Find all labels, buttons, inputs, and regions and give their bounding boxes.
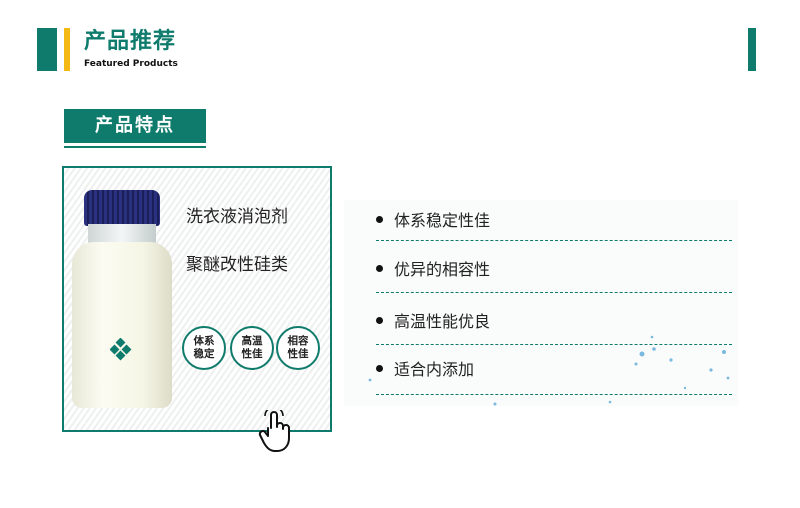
page-title: 产品推荐 — [84, 29, 177, 54]
badge-line: 体系 — [193, 335, 215, 347]
badge-line: 相容 — [287, 335, 309, 347]
feature-divider — [376, 394, 732, 395]
badge-stability: 体系稳定 — [182, 326, 226, 370]
feature-divider — [376, 344, 732, 345]
feature-item: 优异的相容性 — [376, 260, 490, 280]
feature-label: 优异的相容性 — [394, 260, 491, 279]
diamond-logo — [110, 338, 132, 361]
badge-line: 稳定 — [193, 348, 215, 360]
header-accent-bar-yellow — [64, 28, 70, 71]
hand-pointer-icon[interactable] — [258, 410, 294, 454]
badge-line: 高温 — [241, 335, 263, 347]
bullet-icon — [376, 216, 383, 223]
feature-panel — [344, 200, 738, 406]
header-accent-bar-right — [748, 28, 756, 71]
badge-line: 性佳 — [241, 348, 263, 360]
badge-high-temperature: 高温性佳 — [230, 326, 274, 370]
feature-item: 体系稳定性佳 — [376, 211, 490, 231]
section-tag-underline — [64, 146, 206, 148]
page-subtitle: Featured Products — [84, 59, 178, 69]
badge-line: 性佳 — [287, 348, 309, 360]
section-tag: 产品特点 — [64, 109, 206, 143]
bullet-icon — [376, 365, 383, 372]
water-droplets-decoration — [368, 335, 730, 406]
feature-item: 高温性能优良 — [376, 312, 490, 332]
badge-compatibility: 相容性佳 — [276, 326, 320, 370]
product-name: 洗衣液消泡剂 — [186, 207, 288, 227]
product-bottle-image — [70, 190, 174, 412]
feature-divider — [376, 240, 732, 241]
bullet-icon — [376, 265, 383, 272]
feature-label: 适合内添加 — [394, 360, 475, 379]
bullet-icon — [376, 317, 383, 324]
bottle-neck — [88, 224, 156, 246]
product-type: 聚醚改性硅类 — [186, 255, 288, 275]
product-card[interactable]: 洗衣液消泡剂 聚醚改性硅类 体系稳定 高温性佳 相容性佳 — [62, 166, 332, 452]
bottle-cap — [84, 190, 160, 226]
feature-label: 体系稳定性佳 — [394, 211, 491, 230]
bottle-body — [72, 242, 172, 408]
feature-item: 适合内添加 — [376, 360, 474, 380]
feature-label: 高温性能优良 — [394, 312, 491, 331]
header-accent-bar-green — [37, 28, 57, 71]
feature-divider — [376, 292, 732, 293]
